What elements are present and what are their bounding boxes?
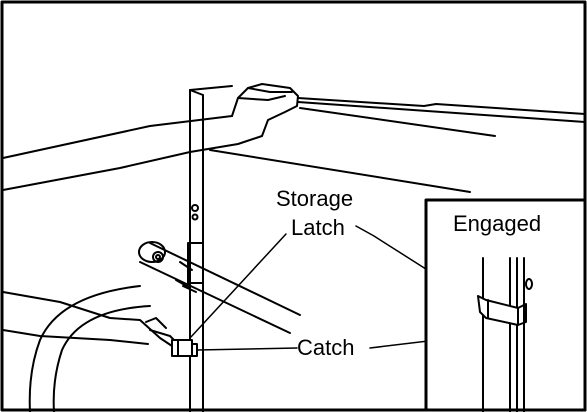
latch-label: Latch bbox=[291, 215, 345, 240]
engaged-label: Engaged bbox=[453, 211, 542, 236]
leader-catch-main bbox=[196, 347, 298, 351]
upper-arm bbox=[2, 83, 299, 191]
lower-arm bbox=[2, 291, 181, 355]
catch-label: Catch bbox=[297, 335, 355, 360]
curved-pipe bbox=[28, 285, 151, 412]
panel bbox=[189, 85, 586, 412]
engaged-inset bbox=[424, 198, 587, 412]
storage-label: Storage bbox=[276, 186, 354, 211]
storage-latch bbox=[171, 339, 198, 357]
handle-bar bbox=[138, 241, 301, 334]
leader-storage-latch bbox=[189, 233, 287, 339]
